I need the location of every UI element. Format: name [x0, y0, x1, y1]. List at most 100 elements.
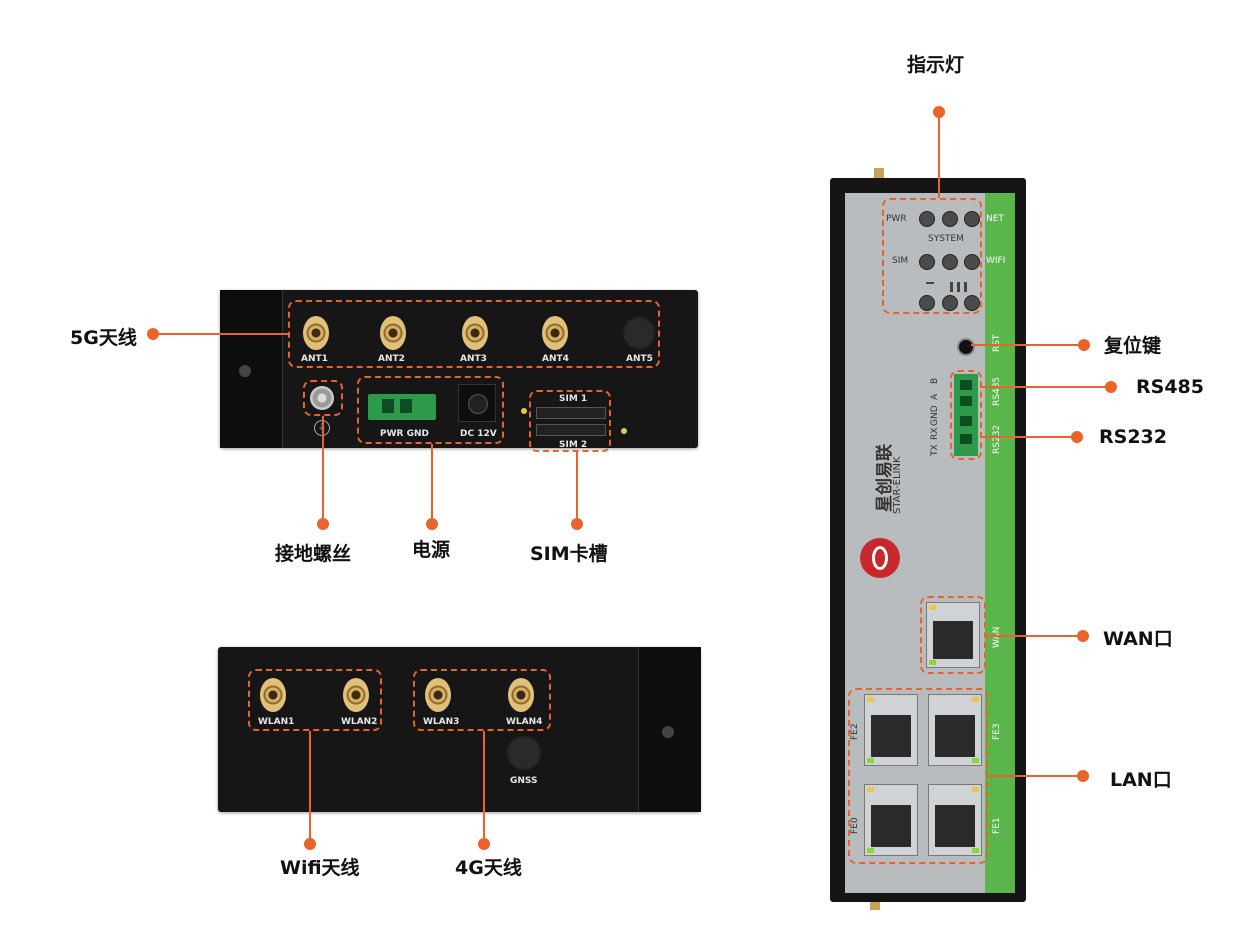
system-led-1-icon: [942, 211, 958, 227]
callout-line-ground: [322, 416, 324, 520]
fe0-label: FE0: [850, 817, 860, 834]
sim2-slot-icon: [536, 424, 606, 436]
wifi-led-label: WIFI: [986, 256, 1006, 266]
callout-power: 电源: [412, 539, 451, 561]
callout-line-reset: [971, 344, 1083, 346]
ant3-label: ANT3: [460, 354, 487, 364]
callout-dot-rs232: [1071, 431, 1083, 443]
tx-label: TX: [930, 444, 940, 456]
wlan2-label: WLAN2: [341, 717, 378, 727]
callout-dot-power: [426, 518, 438, 530]
callout-dot-sim: [571, 518, 583, 530]
callout-reset: 复位键: [1104, 335, 1162, 357]
wan-port[interactable]: [926, 602, 980, 668]
sim-led-1-icon: [919, 254, 935, 270]
gnss-cap-icon: [506, 735, 542, 771]
callout-indicator: 指示灯: [907, 54, 965, 76]
serial-terminal-box: [950, 370, 982, 460]
screw-icon: [239, 365, 251, 377]
ant4-connector-icon: [542, 316, 568, 350]
callout-line-indicator: [938, 114, 940, 198]
ground-screw-icon: [310, 386, 334, 410]
reset-button[interactable]: [957, 338, 975, 356]
sim-led-label: SIM: [892, 256, 909, 266]
fe3-label: FE3: [992, 723, 1002, 740]
wlan2-connector-icon: [343, 678, 369, 712]
signal-antenna-icon: [926, 282, 934, 294]
rs485-a-label: A: [930, 393, 940, 400]
net-led-label: NET: [986, 214, 1004, 224]
power-box: [357, 376, 504, 444]
ant3-connector-icon: [462, 316, 488, 350]
callout-line-rs232: [980, 436, 1075, 438]
callout-wifi: Wifi天线: [280, 857, 360, 879]
lan-port-fe3[interactable]: [928, 694, 982, 766]
wan-strip-label: WAN: [992, 626, 1002, 648]
sim-led-left-icon: [521, 408, 527, 414]
brand-name-en: STAR-ELINK: [892, 456, 903, 514]
device-green-strip: [985, 193, 1015, 893]
sim1-slot-icon: [536, 407, 606, 419]
rs232-strip-label: RS232: [992, 424, 1002, 454]
callout-4g: 4G天线: [455, 857, 522, 879]
sim1-label: SIM 1: [559, 394, 588, 404]
top-panel-left-bracket: [220, 290, 283, 448]
ant5-cap-icon: [622, 316, 656, 350]
wlan4-label: WLAN4: [506, 717, 543, 727]
wifi-antenna-group: [248, 669, 382, 731]
antenna-stub-top-icon: [874, 168, 884, 180]
callout-dot-lan: [1077, 770, 1089, 782]
callout-line-wifi: [309, 731, 311, 841]
antenna-stub-bottom-icon: [870, 898, 880, 910]
system-label: SYSTEM: [928, 234, 964, 244]
screw-icon: [662, 726, 674, 738]
gnss-label: GNSS: [510, 776, 538, 786]
fe2-label: FE2: [850, 723, 860, 740]
signal-led-3-icon: [964, 295, 980, 311]
callout-line-rs485: [980, 386, 1110, 388]
sim-led-2-icon: [942, 254, 958, 270]
ant1-connector-icon: [303, 316, 329, 350]
ant2-label: ANT2: [378, 354, 405, 364]
wlan3-connector-icon: [425, 678, 451, 712]
callout-line-4g: [483, 731, 485, 841]
callout-sim: SIM卡槽: [530, 543, 608, 565]
sim-slot-box: [529, 390, 611, 452]
callout-dot-rs485: [1105, 381, 1117, 393]
ant2-connector-icon: [380, 316, 406, 350]
callout-rs485: RS485: [1136, 376, 1204, 398]
rx-label: RX: [930, 427, 940, 440]
ground-screw-box: [303, 380, 343, 416]
callout-dot-reset: [1078, 339, 1090, 351]
pwr-led-icon: [919, 211, 935, 227]
serial-terminal-icon: [954, 374, 978, 456]
callout-dot-indicator: [933, 106, 945, 118]
brand-logo-icon: [860, 538, 900, 578]
rs485-b-label: B: [930, 377, 940, 384]
signal-bars-icon: [950, 282, 974, 292]
callout-ground: 接地螺丝: [275, 543, 352, 565]
lan-port-fe2[interactable]: [864, 694, 918, 766]
pwr-led-label: PWR: [886, 214, 907, 224]
dc-12v-label: DC 12V: [460, 429, 497, 439]
callout-5g-antenna: 5G天线: [70, 327, 137, 349]
signal-led-1-icon: [919, 295, 935, 311]
callout-line-5g: [155, 333, 290, 335]
lan-port-fe0[interactable]: [864, 784, 918, 856]
rs485-strip-label: RS485: [992, 376, 1002, 406]
lan-port-box: [848, 688, 988, 864]
callout-rs232: RS232: [1099, 426, 1167, 448]
ant4-label: ANT4: [542, 354, 569, 364]
dc-jack-icon: [458, 384, 496, 422]
callout-line-lan: [988, 775, 1082, 777]
wan-port-box: [920, 596, 986, 674]
wlan3-label: WLAN3: [423, 717, 460, 727]
lan-port-fe1[interactable]: [928, 784, 982, 856]
power-terminal-icon: [368, 394, 436, 420]
4g-antenna-group: [413, 669, 551, 731]
gnd-label: GND: [930, 405, 940, 426]
callout-dot-4g: [478, 838, 490, 850]
wlan4-connector-icon: [508, 678, 534, 712]
fe1-label: FE1: [992, 817, 1002, 834]
ant5-label: ANT5: [626, 354, 653, 364]
